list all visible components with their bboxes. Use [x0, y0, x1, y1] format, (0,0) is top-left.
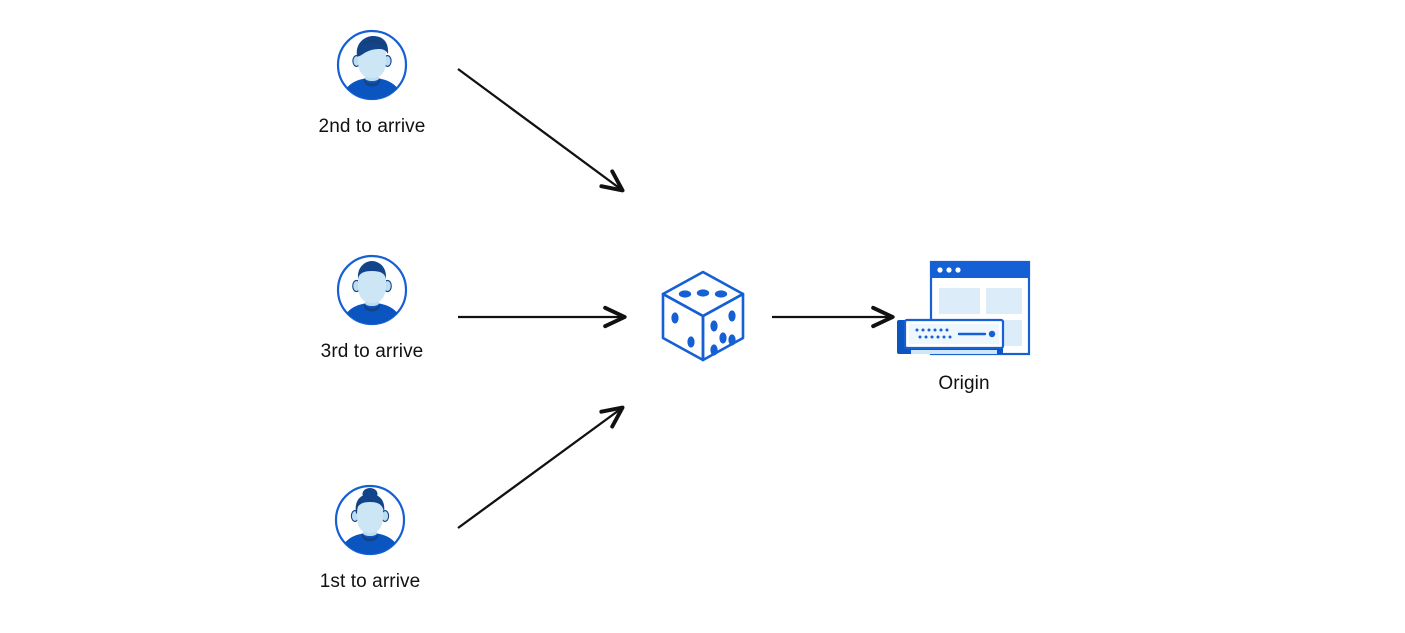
- node-label-origin: Origin: [938, 373, 990, 394]
- node-visitor-3rd: 3rd to arrive: [312, 253, 432, 363]
- dice-icon: [657, 268, 749, 366]
- user-avatar-icon: [333, 483, 407, 557]
- arrow-2nd-to-dice: [457, 68, 625, 193]
- origin-server-icon: [893, 258, 1035, 363]
- node-label-visitor-2nd: 2nd to arrive: [318, 116, 426, 137]
- user-avatar-icon: [335, 28, 409, 102]
- router-device-icon: [897, 318, 1005, 354]
- user-avatar-icon: [335, 253, 409, 327]
- node-origin: Origin: [893, 258, 1035, 395]
- node-randomizer: [657, 268, 749, 366]
- arrow-1st-to-dice: [457, 405, 625, 529]
- node-visitor-1st: 1st to arrive: [310, 483, 430, 593]
- node-label-visitor-3rd: 3rd to arrive: [320, 341, 424, 362]
- node-label-visitor-1st: 1st to arrive: [319, 571, 421, 592]
- node-visitor-2nd: 2nd to arrive: [312, 28, 432, 138]
